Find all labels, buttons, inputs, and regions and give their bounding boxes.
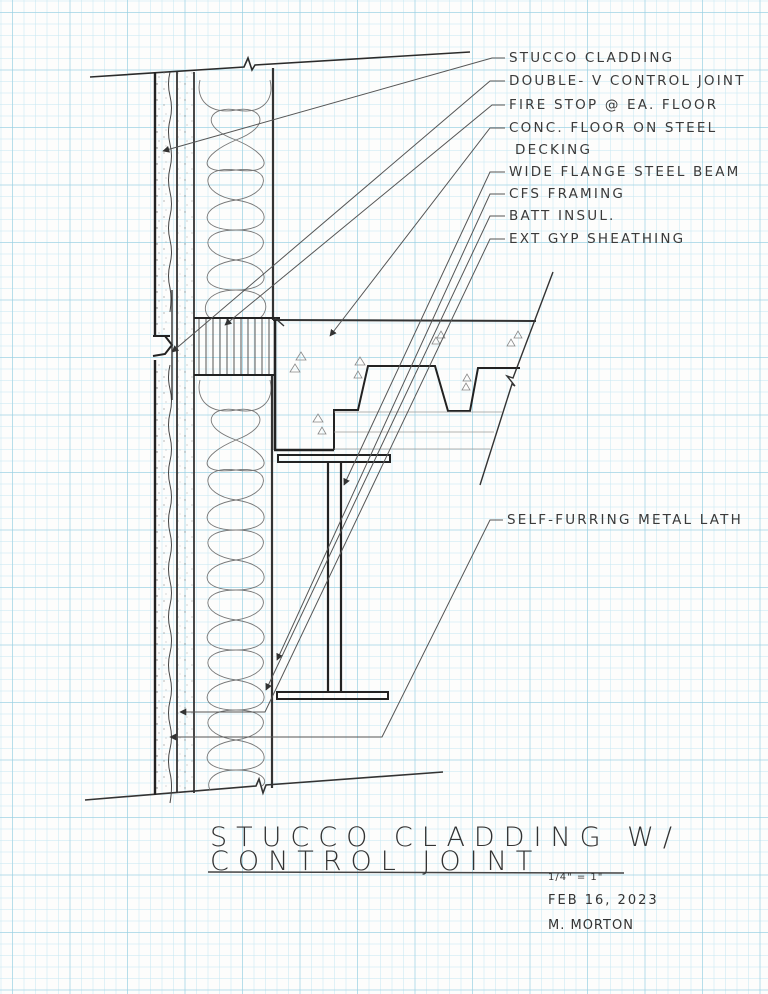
drawing-date: FEB 16, 2023 [548, 893, 659, 908]
stucco-cladding-lower [153, 360, 172, 804]
fire-stop [194, 317, 285, 376]
wide-flange-beam [276, 454, 391, 700]
batt-insulation-upper [198, 79, 272, 319]
callout-conc-floor-line2: DECKING [515, 142, 593, 158]
slab-break-line [479, 271, 554, 486]
drawing-scale: 1/4" = 1" [548, 872, 604, 883]
batt-insulation-lower [198, 379, 272, 791]
drawing-title-line1: STUCCO CLADDING W/ [210, 822, 681, 853]
callout-wide-flange-beam: WIDE FLANGE STEEL BEAM [509, 164, 741, 180]
ext-gyp-sheathing [178, 72, 195, 793]
callout-batt-insul: BATT INSUL. [509, 208, 616, 224]
top-break-line [89, 51, 471, 78]
cfs-framing [270, 68, 275, 788]
title-underline [207, 871, 625, 874]
stucco-cladding-upper [153, 71, 172, 336]
drawing-author: M. MORTON [548, 918, 634, 933]
callout-double-v-control-joint: DOUBLE- V CONTROL JOINT [509, 73, 746, 89]
bottom-break-line [84, 771, 444, 801]
drawing-title-line2: CONTROL JOINT [210, 846, 542, 877]
callout-conc-floor: CONC. FLOOR ON STEEL [509, 120, 718, 136]
leader-lines [162, 57, 505, 741]
callout-stucco-cladding: STUCCO CLADDING [509, 50, 675, 66]
callout-self-furring-lath: SELF-FURRING METAL LATH [507, 512, 743, 528]
callout-fire-stop: FIRE STOP @ EA. FLOOR [509, 97, 719, 113]
double-v-control-joint [152, 290, 174, 400]
callout-cfs-framing: CFS FRAMING [509, 186, 626, 202]
callout-ext-gyp-sheathing: EXT GYP SHEATHING [509, 231, 686, 247]
concrete-slab [272, 319, 537, 452]
